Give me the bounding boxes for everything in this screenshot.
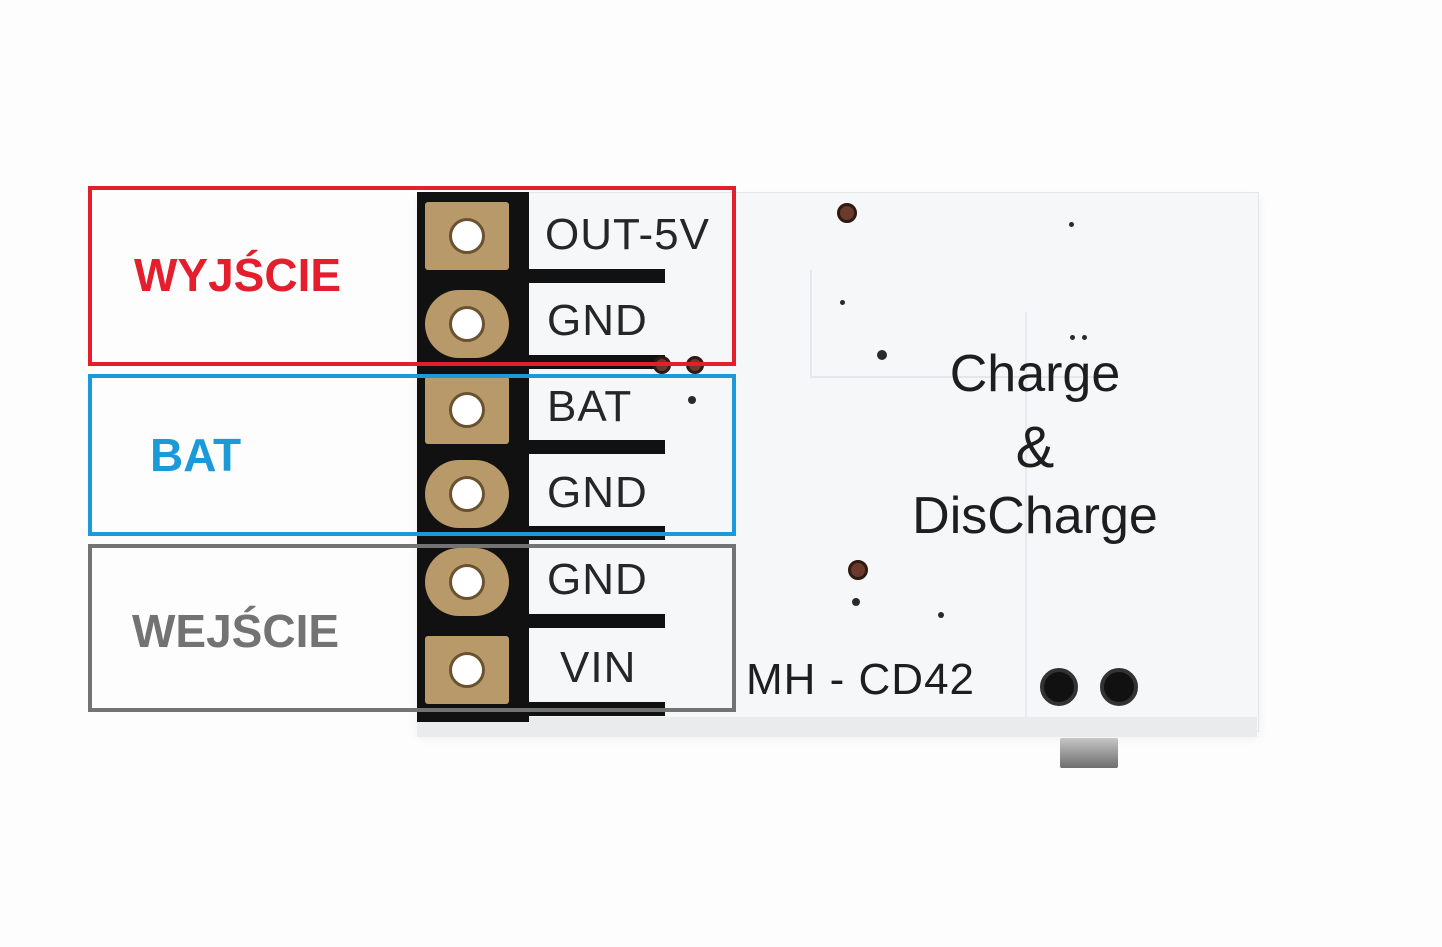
solder-dot	[840, 300, 845, 305]
solder-dot	[877, 350, 887, 360]
via	[837, 203, 857, 223]
mounting-hole	[1100, 668, 1138, 706]
board-title-ampersand: &	[855, 414, 1215, 481]
solder-dot	[852, 598, 860, 606]
board-title-charge: Charge	[855, 344, 1215, 404]
solder-dot	[938, 612, 944, 618]
group-label-input: WEJŚCIE	[132, 604, 339, 658]
group-label-battery: BAT	[150, 428, 241, 482]
solder-dot	[1070, 335, 1075, 340]
mounting-hole	[1040, 668, 1078, 706]
solder-dot	[1082, 335, 1087, 340]
group-label-output: WYJŚCIE	[134, 248, 341, 302]
side-switch	[1060, 738, 1118, 768]
solder-dot	[1069, 222, 1074, 227]
via	[848, 560, 868, 580]
board-title-discharge: DisCharge	[855, 486, 1215, 546]
board-model-label: MH - CD42	[746, 655, 975, 705]
